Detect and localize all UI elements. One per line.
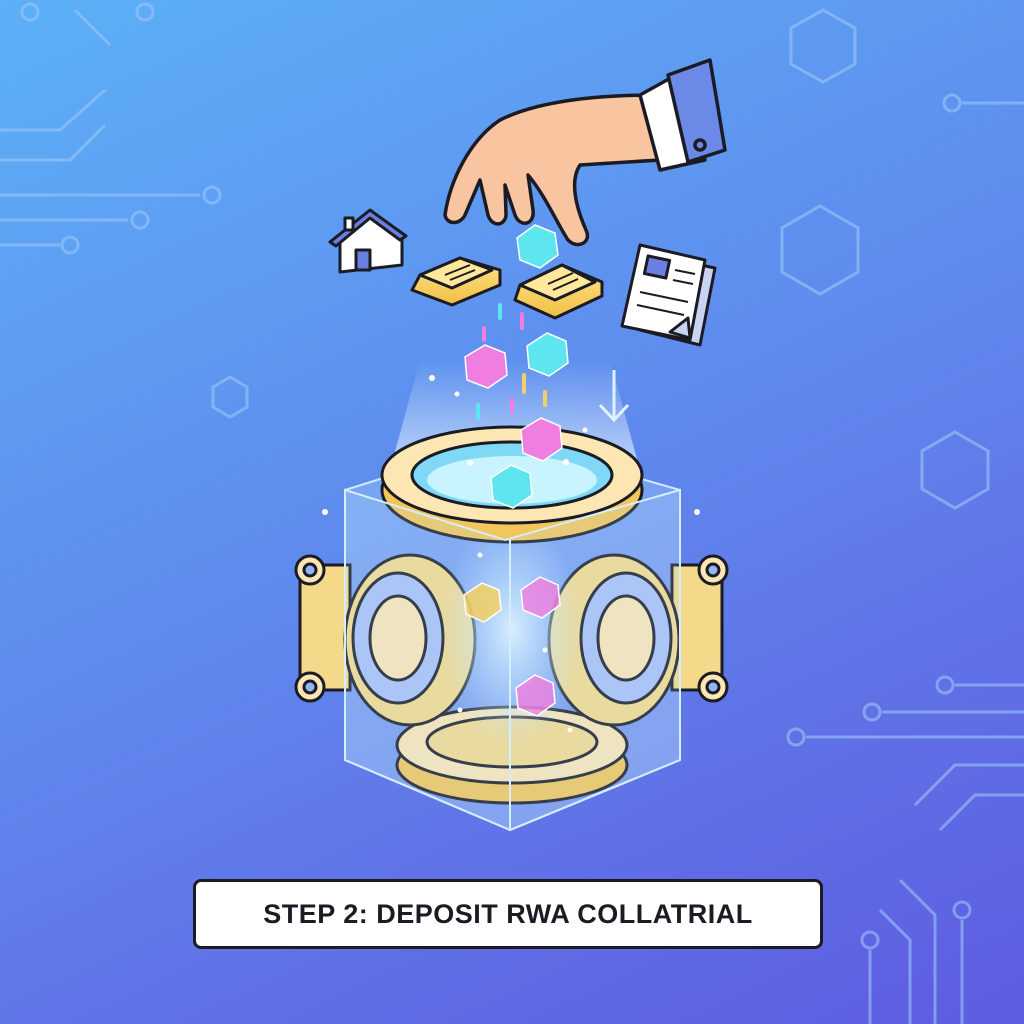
- vault-machine: [294, 425, 729, 832]
- down-arrow-icon: [598, 370, 630, 423]
- step-caption: STEP 2: DEPOSIT RWA COLLATRIAL: [193, 879, 823, 949]
- gem-token-icon: [464, 344, 508, 389]
- gold-bar-icon: [410, 256, 502, 307]
- gem-token-icon: [520, 417, 563, 462]
- step-caption-text: STEP 2: DEPOSIT RWA COLLATRIAL: [263, 898, 753, 929]
- gem-token-icon: [520, 576, 561, 619]
- gem-token-icon: [463, 582, 502, 623]
- gold-bar-icon: [513, 263, 604, 320]
- document-icon: [620, 243, 717, 347]
- gem-token-icon: [516, 224, 559, 269]
- gem-token-icon: [526, 332, 569, 377]
- house-icon: [328, 208, 408, 274]
- gem-token-icon: [515, 674, 556, 717]
- hand-icon: [443, 58, 727, 247]
- particles: [322, 375, 700, 733]
- sparkle-streaks: [476, 303, 547, 420]
- gem-token-icon: [490, 464, 533, 509]
- gem-tokens: [463, 224, 569, 717]
